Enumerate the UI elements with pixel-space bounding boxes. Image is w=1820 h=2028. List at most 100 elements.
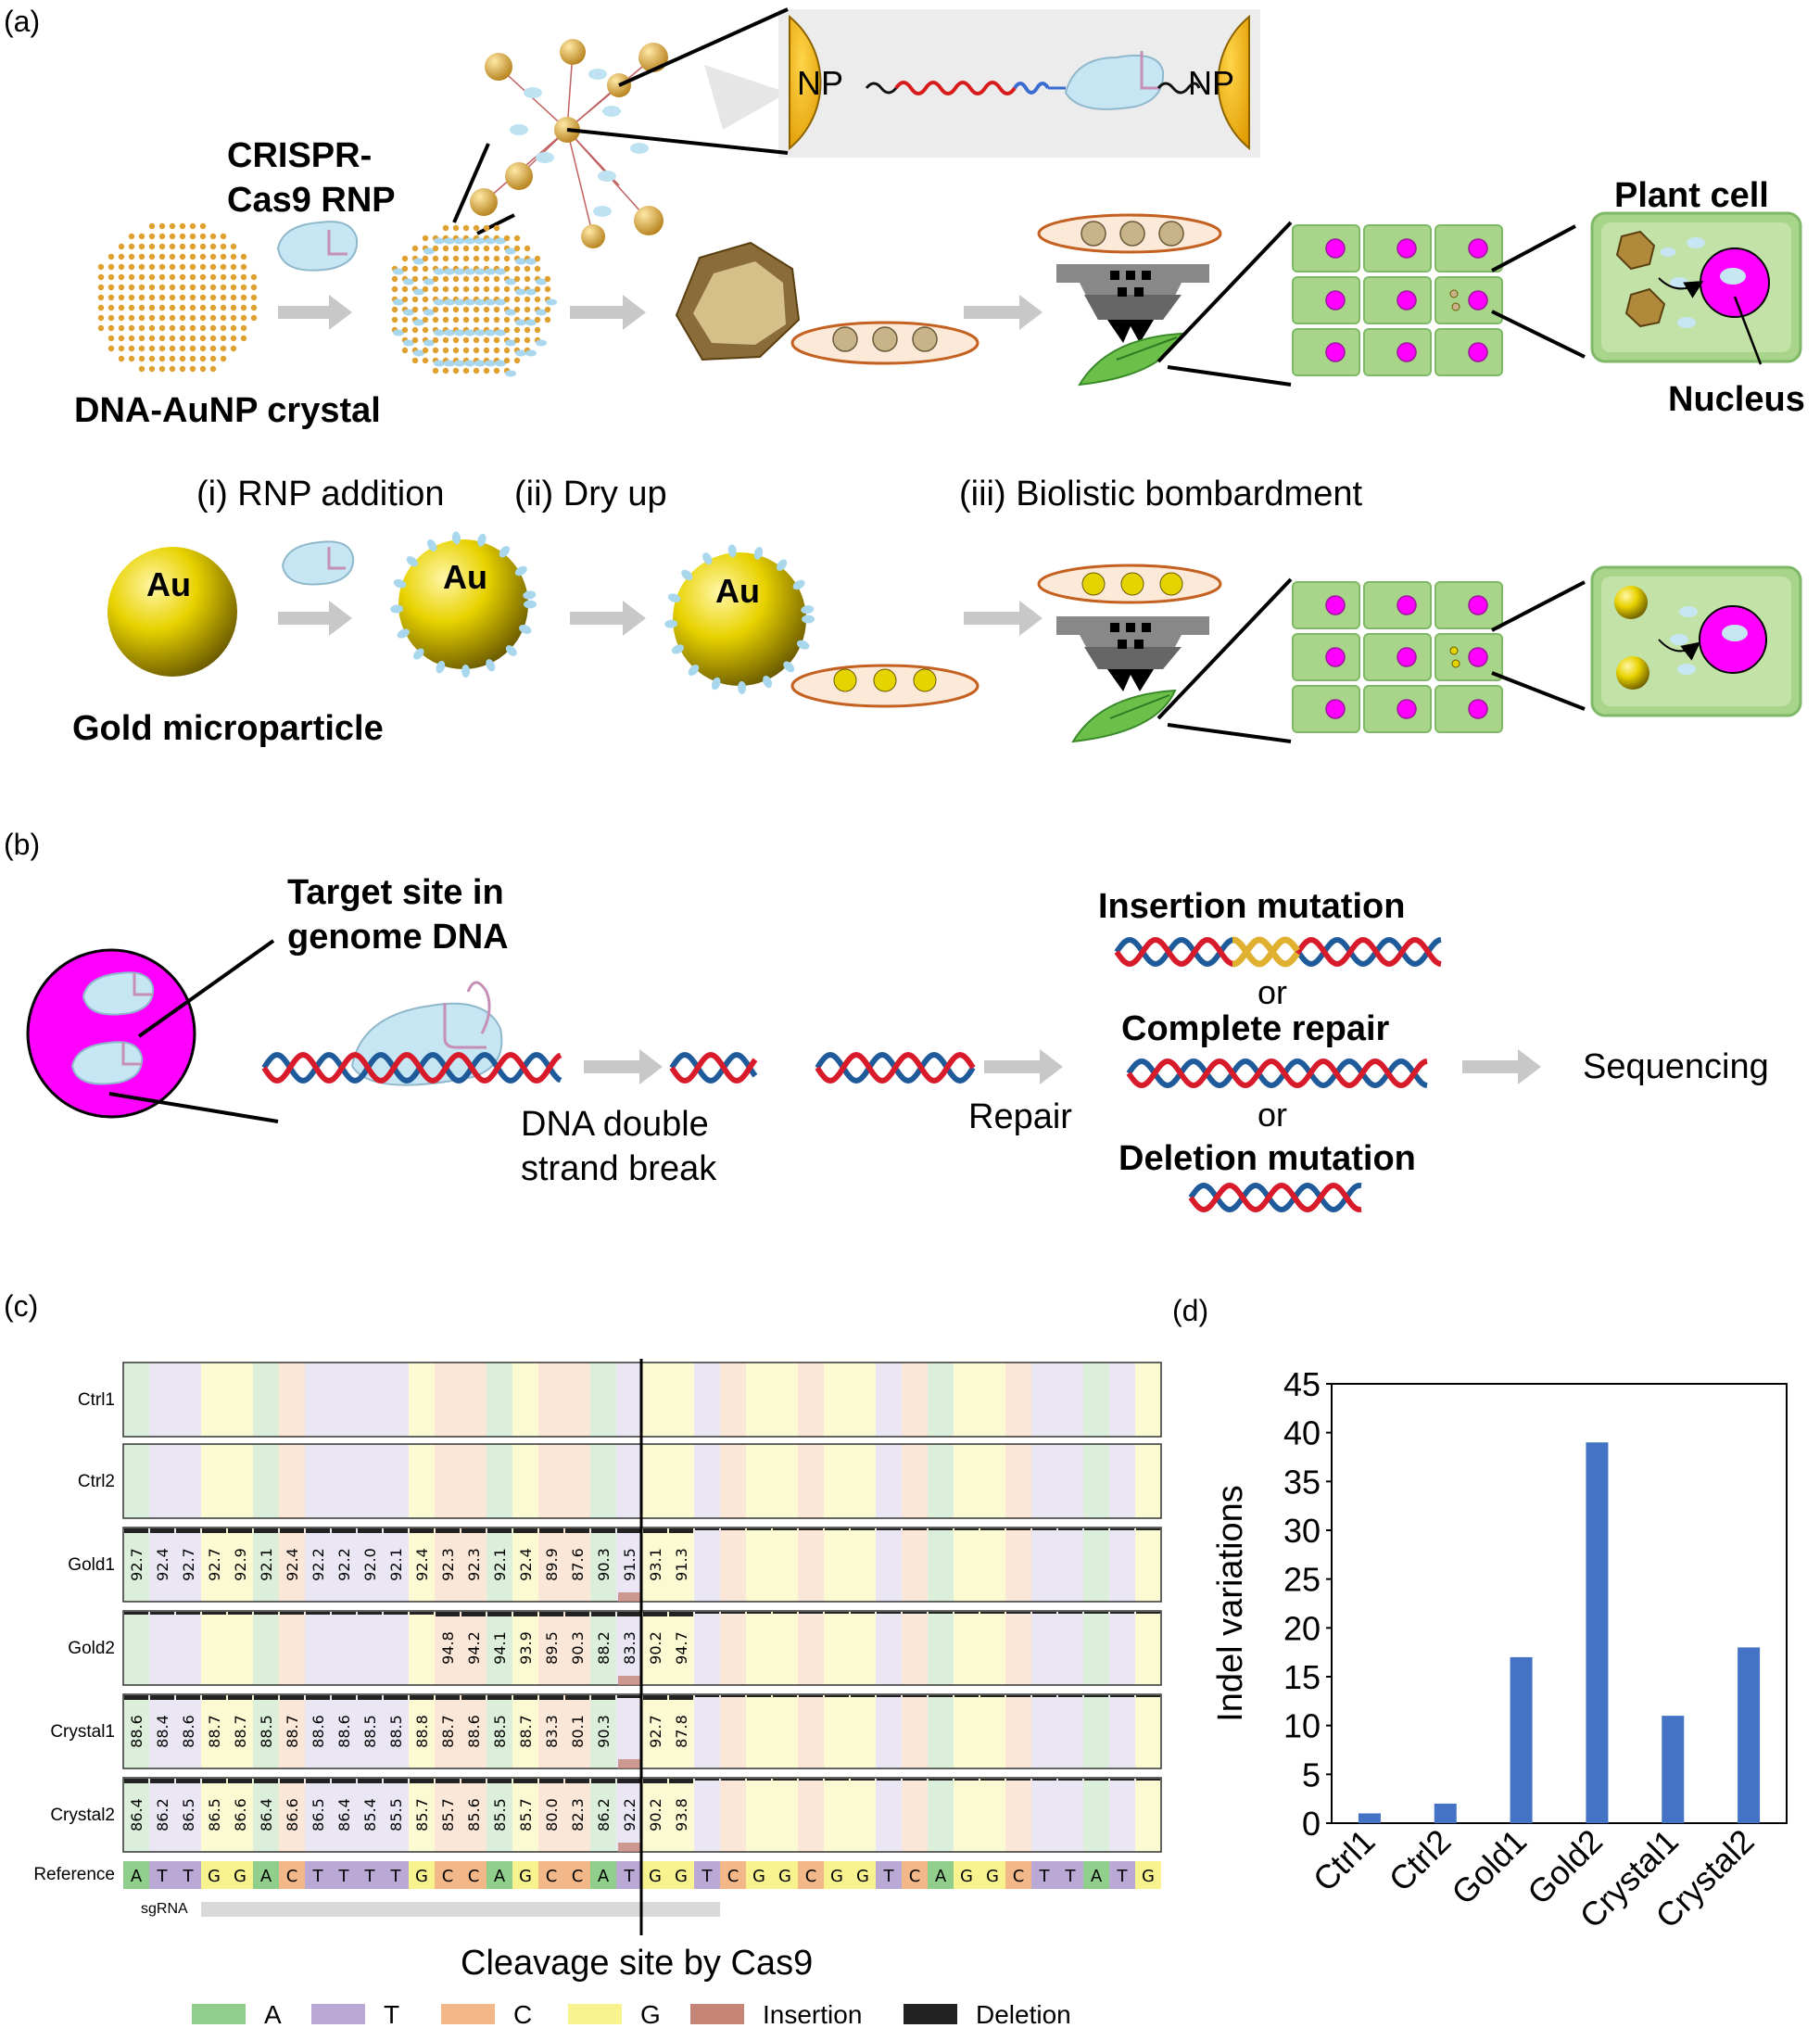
frequency-label: 90.3 (569, 1631, 587, 1665)
reference-base-cell (512, 1861, 538, 1889)
column-tint (876, 1363, 902, 1437)
deletion-bar (228, 1528, 252, 1533)
step-biolistic: (iii) Biolistic bombardment (959, 475, 1362, 513)
reference-base: A (260, 1867, 272, 1886)
legend-label: Insertion (763, 2000, 862, 2028)
au-label-1: Au (146, 565, 191, 603)
frequency-label: 92.4 (284, 1548, 301, 1581)
bar-gold2 (1586, 1442, 1609, 1823)
deletion-bar (254, 1528, 278, 1533)
process-arrows-top (278, 295, 1043, 330)
deletion-bar (1110, 1779, 1134, 1781)
column-tint (538, 1363, 564, 1437)
reference-base: C (442, 1867, 454, 1886)
deletion-bar (461, 1528, 486, 1533)
deletion-bar (150, 1695, 174, 1700)
column-tint (435, 1363, 461, 1437)
deletion-bar (436, 1695, 460, 1700)
column-tint (512, 1444, 538, 1518)
reference-base-cell (201, 1861, 227, 1889)
column-tint (538, 1527, 564, 1602)
frequency-label: 88.7 (232, 1715, 249, 1748)
deletion-bar (332, 1528, 356, 1533)
legend-label: A (264, 2000, 282, 2028)
dna-helices (261, 936, 1442, 1213)
deletion-bar (643, 1612, 667, 1616)
column-tint (694, 1363, 720, 1437)
deletion-bar (384, 1612, 408, 1615)
column-tint (305, 1694, 331, 1768)
deletion-bar (903, 1779, 927, 1781)
deletion-bar (280, 1779, 304, 1783)
bar-gold1 (1510, 1656, 1533, 1823)
frequency-label: 88.2 (595, 1631, 613, 1665)
column-tint (668, 1694, 694, 1768)
y-tick-label: 0 (1302, 1805, 1321, 1843)
column-tint (850, 1363, 876, 1437)
reference-base: T (1065, 1867, 1077, 1886)
deletion-bar (384, 1695, 408, 1700)
column-tint (1135, 1611, 1161, 1685)
column-tint (772, 1778, 798, 1852)
deletion-bar (228, 1779, 252, 1783)
row-label: Crystal1 (50, 1722, 115, 1742)
step-dry-up: (ii) Dry up (514, 475, 667, 513)
reference-base: G (830, 1867, 843, 1886)
frequency-label: 88.6 (180, 1715, 197, 1748)
deletion-bar (436, 1612, 460, 1616)
column-tint (590, 1694, 616, 1768)
insertion-bar (618, 1843, 640, 1852)
deletion-bar (306, 1695, 330, 1700)
deletion-bar (617, 1779, 641, 1783)
reference-base: G (675, 1867, 688, 1886)
y-tick-label: 5 (1302, 1755, 1321, 1794)
deletion-bar (176, 1695, 200, 1700)
reference-base: C (572, 1867, 584, 1886)
column-tint (954, 1444, 980, 1518)
reference-base: T (701, 1867, 714, 1886)
bar-crystal1 (1662, 1716, 1685, 1823)
nucleus-label: Nucleus (1668, 380, 1805, 419)
frequency-label: 85.6 (465, 1798, 483, 1832)
plant-cell-zoom-bottom (1491, 565, 1802, 717)
frequency-label: 88.7 (284, 1715, 301, 1748)
frequency-label: 92.1 (491, 1548, 509, 1581)
deletion-bar (410, 1528, 434, 1533)
legend-swatch (441, 2004, 495, 2024)
column-tint (461, 1694, 487, 1768)
column-tint (409, 1363, 435, 1437)
column-tint (928, 1778, 954, 1852)
y-tick-label: 25 (1283, 1561, 1321, 1599)
column-tint (1057, 1694, 1083, 1768)
y-axis-label: Indel variations (1211, 1485, 1250, 1722)
legend-label: Deletion (976, 2000, 1071, 2028)
frequency-label: 86.4 (258, 1798, 275, 1832)
deletion-bar (1058, 1612, 1082, 1614)
cluster-rnps (510, 69, 649, 217)
reference-base: T (157, 1867, 169, 1886)
deletion-bar (306, 1612, 330, 1615)
reference-base-cell (357, 1861, 383, 1889)
deletion-bar (565, 1695, 589, 1700)
frequency-label: 82.3 (569, 1798, 587, 1832)
dried-crystal (675, 241, 801, 361)
frequency-label: 86.4 (128, 1798, 145, 1832)
reference-base-cell (175, 1861, 201, 1889)
frequency-label: 92.1 (258, 1548, 275, 1581)
column-tint (1031, 1694, 1057, 1768)
column-tint (253, 1778, 279, 1852)
deletion-bar (773, 1612, 797, 1614)
reference-base-cell (902, 1861, 928, 1889)
deletion-bar (332, 1695, 356, 1700)
deletion-bar (1032, 1612, 1056, 1614)
column-tint (357, 1694, 383, 1768)
column-tint (227, 1778, 253, 1852)
deletion-bar (799, 1528, 823, 1530)
frequency-label: 92.2 (621, 1798, 638, 1832)
frequency-label: 88.5 (258, 1715, 275, 1748)
reference-base: G (778, 1867, 791, 1886)
column-tint (1005, 1527, 1031, 1602)
deletion-bar (254, 1779, 278, 1783)
column-tint (772, 1611, 798, 1685)
column-tint (798, 1694, 824, 1768)
